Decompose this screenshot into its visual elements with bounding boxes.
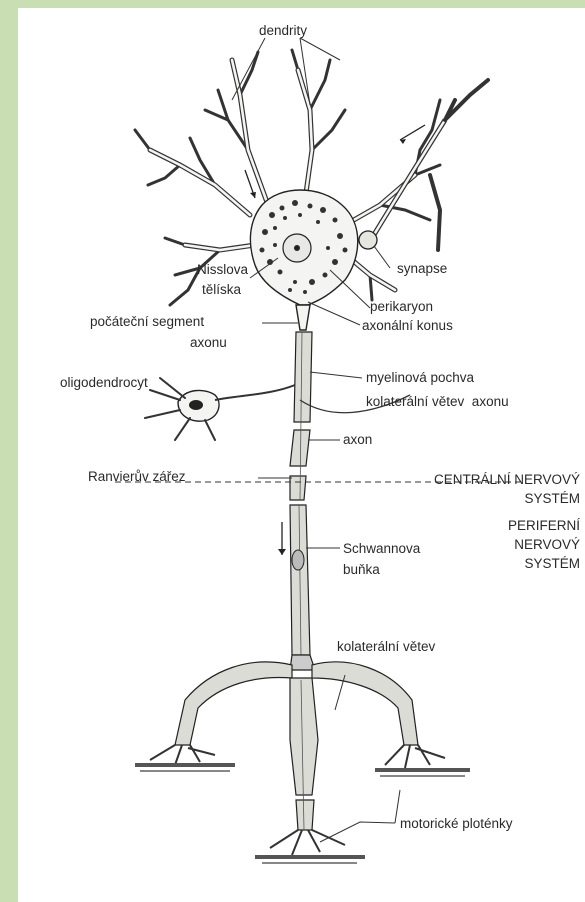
label-axonu: axonu xyxy=(190,335,227,350)
label-motoricke-plotenky: motorické ploténky xyxy=(400,816,513,831)
label-synapse: synapse xyxy=(397,261,447,276)
label-kolateralni-vetev: kolaterální větev xyxy=(337,639,436,654)
collateral-branches-pns xyxy=(175,655,418,830)
label-schwannova: Schwannova xyxy=(343,541,421,556)
label-pns-line1: PERIFERNÍ xyxy=(508,518,580,533)
label-perikaryon: perikaryon xyxy=(370,299,433,314)
label-cns-line1: CENTRÁLNÍ NERVOVÝ xyxy=(434,472,580,487)
label-pocatecni-segment: počáteční segment xyxy=(90,314,204,329)
label-pns-line3: SYSTÉM xyxy=(524,556,580,571)
cell-body xyxy=(250,190,357,305)
label-pns-line2: NERVOVÝ xyxy=(514,537,580,552)
labels: dendrity synapse Nisslova tělíska perika… xyxy=(60,23,580,831)
oligodendrocyte xyxy=(145,378,295,440)
label-kolateralni-vetev-axonu: kolaterální větev axonu xyxy=(366,394,509,409)
label-axon: axon xyxy=(343,432,372,447)
label-cns-line2: SYSTÉM xyxy=(524,491,580,506)
label-oligodendrocyt: oligodendrocyt xyxy=(60,375,148,390)
presynaptic-axon xyxy=(372,80,488,250)
label-ranvieruv-zarez: Ranvierův zářez xyxy=(88,469,186,484)
axon-pns xyxy=(278,505,310,655)
label-myelinova-pochva: myelinová pochva xyxy=(366,370,475,385)
label-axonalni-konus: axonální konus xyxy=(362,318,453,333)
label-bunka: buňka xyxy=(343,562,380,577)
label-teliska: tělíska xyxy=(202,282,242,297)
label-nisslova: Nisslova xyxy=(197,262,249,277)
label-dendrity: dendrity xyxy=(259,23,307,38)
